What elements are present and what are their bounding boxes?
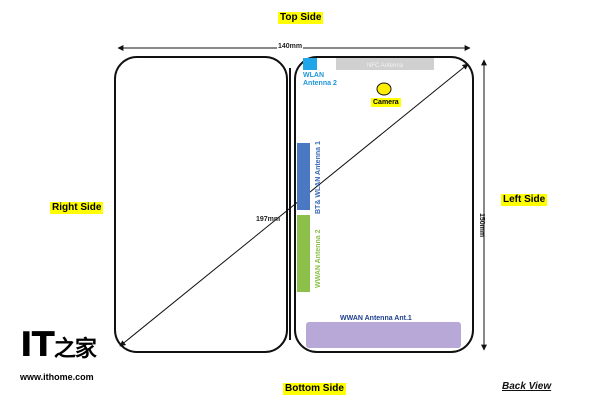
wwan-antenna-2-label: WWAN Antenna 2 [315,229,322,288]
left-side-label: Left Side [501,194,548,206]
diagonal-dimension-line [119,63,469,347]
wlan-antenna-2-block [303,58,317,70]
logo-glyph: 之家 [53,337,97,362]
top-side-label: Top Side [278,12,324,24]
ithome-logo: IT之家 [20,325,97,367]
camera-label: Camera [371,98,401,107]
bt-wlan-antenna-1-block [297,143,310,210]
left-panel [114,56,288,353]
width-dim-label: 140mm [277,43,304,50]
camera-marker [376,82,392,96]
wwan-antenna-ant1-label: WWAN Antenna Ant.1 [340,315,412,322]
bottom-side-label: Bottom Side [283,383,346,395]
right-side-label: Right Side [50,202,104,214]
wwan-antenna-ant1-block [306,322,461,348]
logo-it-text: IT [20,325,55,365]
ithome-url: www.ithome.com [20,372,94,382]
wlan-antenna-2-label: WLAN Antenna 2 [303,72,337,87]
back-view-caption: Back View [502,381,552,392]
diagonal-dim-label: 197mm [256,216,281,223]
nfc-antenna-label: NFC Antenna [367,63,404,69]
bt-wlan-antenna-1-label: BT& WLAN Antenna 1 [315,141,322,214]
height-dim-label: 150mm [478,213,485,237]
wwan-antenna-2-block [297,215,310,292]
nfc-antenna-block [336,58,434,70]
